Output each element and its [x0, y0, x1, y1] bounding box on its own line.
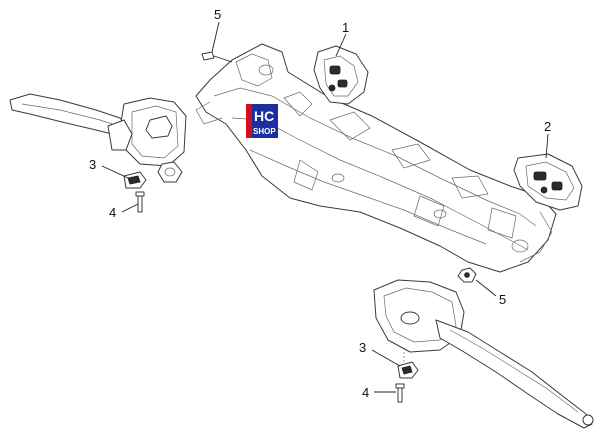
callout-5-right: 5: [499, 292, 506, 307]
leader-1: [335, 33, 347, 57]
callout-3-right: 3: [359, 340, 366, 355]
right-clip: [397, 352, 419, 379]
callout-1: 1: [342, 20, 349, 35]
callout-4-right: 4: [362, 385, 369, 400]
screw-top: [201, 51, 233, 63]
logo-panel: [252, 104, 278, 138]
left-screw: [135, 191, 145, 213]
leader-5b: [475, 279, 497, 297]
leader-2: [545, 133, 549, 159]
leader-3b: [371, 349, 401, 367]
right-brake-lever-assembly: [373, 279, 594, 429]
logo-accent-bar: [246, 104, 252, 138]
left-switch-housing: [313, 45, 369, 105]
hc-shop-logo: HC SHOP: [246, 104, 278, 138]
leader-5a: [211, 21, 220, 53]
logo-line-2: SHOP: [253, 127, 276, 136]
nut-lower: [457, 267, 477, 283]
callout-5-top: 5: [214, 7, 221, 22]
logo-line-1: HC: [254, 108, 274, 124]
callout-2: 2: [544, 119, 551, 134]
leader-3a: [101, 165, 129, 179]
callout-4-left: 4: [109, 205, 116, 220]
callout-3-left: 3: [89, 157, 96, 172]
right-switch-housing: [513, 153, 583, 211]
leader-4a: [121, 203, 139, 213]
left-clip: [123, 171, 147, 189]
handlebar-frame: [195, 43, 557, 273]
left-brake-lever-assembly: [9, 93, 187, 183]
right-screw: [395, 383, 405, 403]
